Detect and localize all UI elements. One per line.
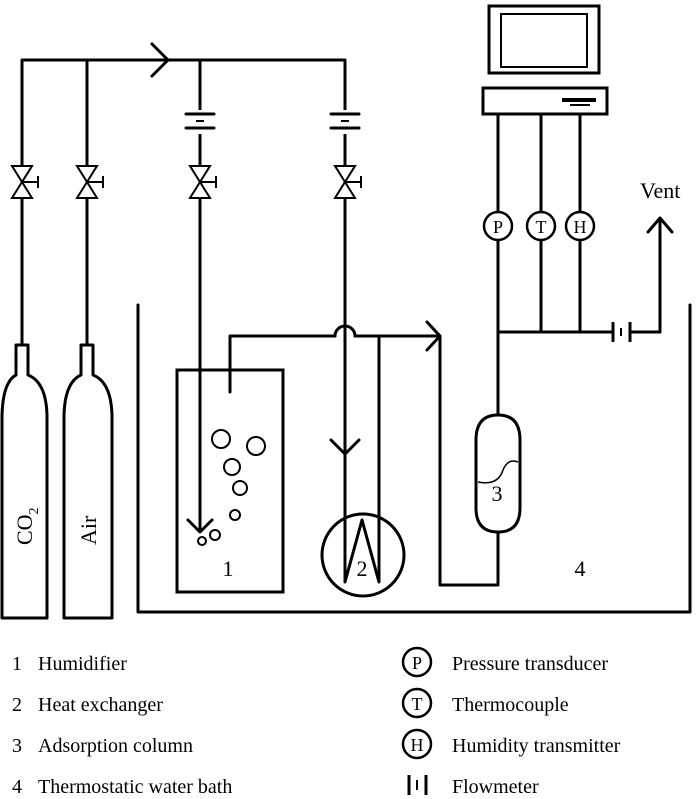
heat-exchanger: [320, 308, 406, 598]
humidifier: [175, 320, 500, 594]
air-label: Air: [76, 515, 101, 545]
pressure-transducer: P: [482, 210, 514, 242]
air-cylinder: Air: [62, 343, 114, 620]
flow-arrow: [150, 42, 170, 78]
vent-label: Vent: [640, 178, 680, 203]
humidifier-valve[interactable]: [189, 165, 217, 199]
thermostatic-water-bath: [136, 303, 692, 614]
gas-header-line: [20, 42, 347, 532]
svg-text:H: H: [574, 217, 587, 237]
humidity-transmitter: H: [564, 210, 596, 242]
legend-humidity-text: Humidity transmitter: [452, 735, 621, 757]
legend-flowmeter-text: Flowmeter: [452, 776, 539, 798]
flowmeter-humidifier-line: [184, 110, 216, 134]
label-humidifier: 1: [223, 556, 234, 581]
computer: [481, 4, 609, 116]
legend-pressure-text: Pressure transducer: [452, 653, 608, 675]
legend-thermocouple-text: Thermocouple: [452, 694, 569, 716]
svg-text:T: T: [536, 217, 547, 237]
legend-humidity-symbol: [401, 728, 433, 760]
air-valve[interactable]: [76, 165, 104, 199]
label-adsorption-column: 3: [492, 481, 503, 506]
thermocouple: T: [525, 210, 557, 242]
svg-text:P: P: [493, 217, 503, 237]
adsorption-column: [474, 113, 522, 534]
legend-thermocouple-symbol: [401, 687, 433, 719]
co2-valve[interactable]: [11, 165, 39, 199]
label-water-bath: 4: [575, 556, 586, 581]
co2-cylinder: CO2: [0, 343, 49, 620]
label-heat-exchanger: 2: [357, 556, 368, 581]
legend-pressure-symbol: [401, 646, 433, 678]
legend-flowmeter-symbol: [407, 775, 428, 795]
bypass-valve[interactable]: [334, 165, 362, 199]
svg-text:H: H: [411, 735, 424, 755]
vent-arrow: [646, 216, 674, 234]
co2-label: CO2: [12, 507, 42, 545]
flow-arrow-outlet: [425, 320, 442, 352]
flowmeter-vent: [611, 322, 632, 342]
svg-text:P: P: [412, 653, 422, 673]
flowmeter-bypass-line: [329, 110, 361, 134]
svg-text:T: T: [412, 694, 423, 714]
